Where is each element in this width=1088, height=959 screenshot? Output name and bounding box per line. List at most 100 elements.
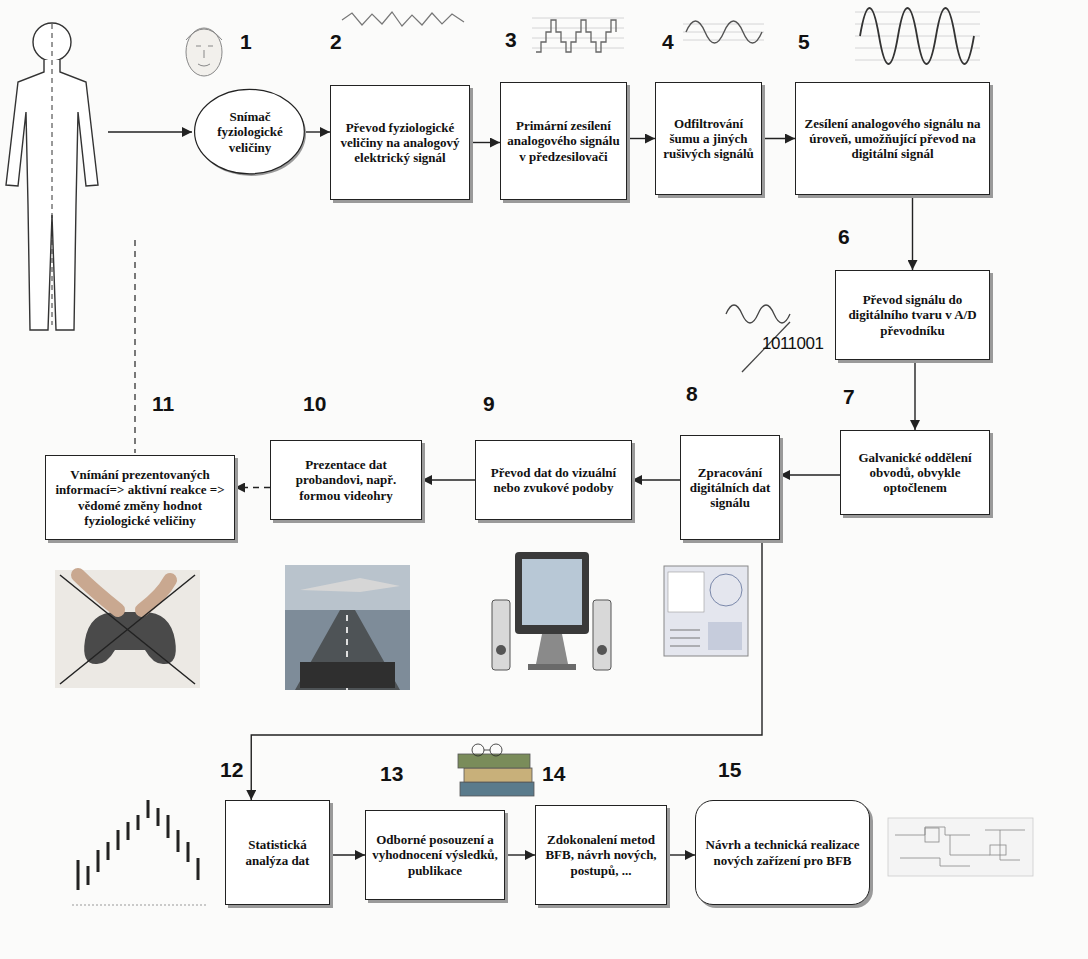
large-waveform	[860, 8, 974, 64]
callout-number: 9	[483, 392, 495, 416]
process-box: Vnímání prezentovaných informací=> aktiv…	[45, 455, 235, 540]
flow-arrow	[912, 195, 913, 270]
schematic-thumbnail	[888, 818, 1033, 876]
statistics-chart	[97, 850, 100, 872]
face-sketch	[186, 28, 222, 76]
process-box: Galvanické oddělení obvodů, obvykle opto…	[840, 430, 990, 515]
filtered-waveform	[686, 21, 762, 43]
process-box: Převod signálu do digitálního tvaru v A/…	[835, 270, 990, 360]
node-text: Odfiltrování šumu a jiných rušivých sign…	[662, 116, 755, 162]
node-text: Odborné posouzení a vyhodnocení výsledků…	[372, 832, 498, 878]
feedback-dashed-line	[134, 240, 135, 453]
statistics-chart	[127, 822, 130, 840]
crossed-gamepad	[55, 570, 200, 688]
software-screenshot	[710, 574, 742, 606]
statistics-chart	[187, 842, 190, 862]
books-and-glasses	[472, 744, 484, 756]
amplified-waveform	[536, 20, 616, 52]
face-sketch	[186, 28, 222, 76]
callout-number: 7	[843, 385, 855, 409]
crossed-gamepad	[55, 570, 200, 688]
callout-number: 8	[686, 382, 698, 406]
node-text: Vnímání prezentovaných informací=> aktiv…	[52, 467, 228, 528]
books-and-glasses	[458, 754, 530, 768]
statistics-chart	[177, 830, 180, 852]
statistics-chart	[147, 800, 150, 818]
raw-waveform	[342, 12, 464, 26]
flow-arrow	[627, 138, 655, 139]
books-and-glasses	[484, 750, 490, 751]
statistics-chart	[87, 866, 90, 885]
node-text: Snímač fyziologické veličiny	[205, 109, 295, 155]
books-and-glasses	[490, 744, 502, 756]
node-text: Zesílení analogového signálu na úroveň, …	[802, 116, 983, 162]
callout-number: 15	[718, 758, 741, 782]
software-screenshot	[670, 630, 700, 646]
node-text: Návrh a technická realizace nových zaříz…	[702, 837, 863, 867]
statistics-chart	[107, 842, 110, 860]
flow-arrow	[667, 854, 695, 855]
large-waveform	[855, 48, 980, 49]
process-box: Zdokonalení metod BFB, návrh nových, pos…	[535, 805, 667, 905]
callout-number: 12	[220, 758, 243, 782]
adc-symbol	[726, 305, 790, 323]
computer-with-speakers	[528, 664, 576, 670]
node-text: Primární zesílení analogového signálu v …	[507, 118, 620, 164]
node-text: Zpracování digitálních dat signálu	[687, 465, 773, 511]
flow-arrow	[632, 479, 680, 480]
process-box: Zpracování digitálních dat signálu	[680, 435, 780, 540]
flow-arrow	[422, 479, 475, 480]
statistics-chart	[117, 830, 120, 850]
process-box: Odborné posouzení a vyhodnocení výsledků…	[365, 810, 505, 900]
software-screenshot	[668, 572, 704, 612]
process-box: Zesílení analogového signálu na úroveň, …	[795, 82, 990, 195]
node-text: Prezentace dat probandovi, např. formou …	[277, 457, 415, 503]
large-waveform	[855, 24, 980, 25]
terminal-box: Návrh a technická realizace nových zaříz…	[695, 800, 870, 905]
software-screenshot	[664, 566, 748, 656]
process-box: Primární zesílení analogového signálu v …	[500, 82, 627, 200]
ellipse-border	[195, 89, 305, 173]
books-and-glasses	[458, 744, 534, 796]
game-screenshot	[300, 662, 395, 688]
computer-with-speakers	[515, 552, 589, 634]
sensor-arrow	[108, 131, 192, 132]
statistics-chart	[72, 905, 206, 906]
schematic-thumbnail	[925, 828, 939, 842]
schematic-thumbnail	[990, 845, 1006, 855]
node-text: Zdokonalení metod BFB, návrh nových, pos…	[542, 832, 660, 878]
schematic-thumbnail	[888, 818, 1033, 876]
schematic-thumbnail	[895, 827, 1025, 866]
flow-arrow	[306, 131, 330, 132]
game-screenshot	[285, 565, 410, 690]
callout-number: 1	[240, 30, 252, 54]
books-and-glasses	[464, 768, 532, 782]
crossed-gamepad	[84, 612, 176, 664]
amplified-waveform	[532, 48, 624, 49]
computer-with-speakers	[536, 634, 568, 664]
computer-with-speakers	[496, 645, 506, 655]
face-sketch	[196, 46, 213, 66]
amplified-waveform	[532, 18, 624, 52]
callout-number: 4	[662, 30, 674, 54]
process-box: Prezentace dat probandovi, např. formou …	[270, 440, 422, 520]
statistics-chart	[157, 808, 160, 826]
software-screenshot	[664, 566, 748, 656]
binary-code: 1011001	[762, 334, 823, 354]
crossed-gamepad	[78, 575, 170, 610]
filtered-waveform	[683, 40, 764, 41]
game-screenshot	[285, 565, 410, 690]
game-screenshot	[295, 610, 400, 690]
callout-number: 2	[330, 30, 342, 54]
statistics-chart	[197, 858, 200, 880]
process-box: Převod fyziologické veličiny na analogov…	[330, 85, 470, 200]
crossed-gamepad	[60, 575, 195, 684]
flow-arrow	[762, 138, 795, 139]
node-text: Převod dat do vizuální nebo zvukové podo…	[482, 465, 625, 495]
node-text: Galvanické oddělení obvodů, obvykle opto…	[847, 450, 983, 496]
amplified-waveform	[532, 28, 624, 29]
flow-arrow	[251, 540, 762, 800]
filtered-waveform	[683, 21, 764, 43]
computer-with-speakers	[522, 559, 582, 625]
process-box: Statistická analýza dat	[225, 800, 330, 905]
